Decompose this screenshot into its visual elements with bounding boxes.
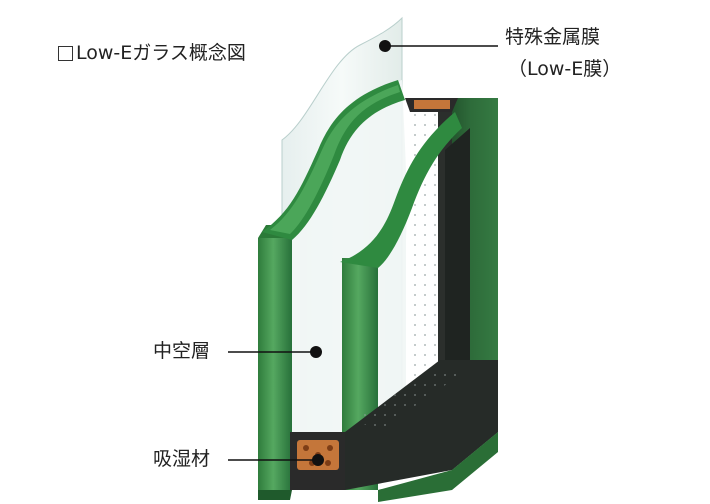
bottom-frame-dots	[352, 368, 470, 430]
label-lowe-film: （Low-E膜）	[508, 58, 622, 80]
desiccant-bead	[325, 460, 331, 466]
spacer-top-desiccant	[414, 100, 450, 109]
leader-dot-metal-film	[379, 40, 391, 52]
desiccant-bead	[327, 445, 333, 451]
front-glass-edge-left	[258, 238, 292, 490]
label-desiccant: 吸湿材	[153, 448, 211, 470]
leader-dot-air-layer	[310, 346, 322, 358]
leader-dot-desiccant	[312, 454, 324, 466]
square-icon	[58, 46, 73, 61]
bottom-frame	[345, 360, 498, 490]
desiccant-bead	[303, 445, 309, 451]
left-pane-bottom-edge	[258, 490, 292, 500]
front-wave-edge-light	[270, 85, 400, 234]
inner-wave-edge	[340, 112, 462, 268]
right-pane-bottom-edge	[378, 432, 498, 502]
diagram-title-text: Low-Eガラス概念図	[76, 42, 246, 64]
label-air-layer: 中空層	[153, 340, 211, 362]
diagram-title: Low-Eガラス概念図	[58, 44, 246, 63]
label-metal-film: 特殊金属膜	[505, 26, 601, 48]
